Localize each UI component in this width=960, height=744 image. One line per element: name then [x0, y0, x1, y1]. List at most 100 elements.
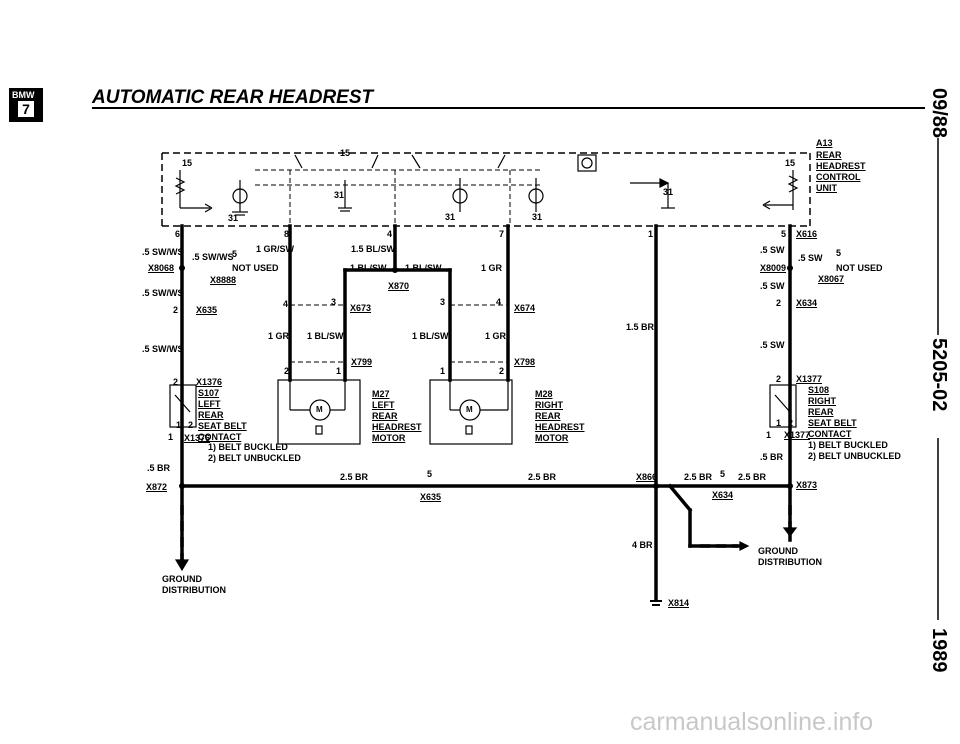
connector-x1376: X1376 [196, 377, 223, 387]
wire-label: .5 SW [760, 340, 785, 350]
wire-label: 2.5 BR [684, 472, 713, 482]
pin-8: 8 [284, 229, 290, 239]
pin-label: 1 [766, 430, 772, 440]
motor-symbol: M [316, 405, 323, 414]
connector-x814: X814 [668, 598, 690, 608]
pin-31: 31 [663, 187, 674, 197]
control-unit-line: UNIT [816, 183, 837, 193]
pin-label: 1 [336, 366, 342, 376]
pin-4: 4 [387, 229, 393, 239]
switch-s107-line: CONTACT [198, 432, 242, 442]
bmw-logo: BMW 7 [9, 88, 43, 122]
legend-unbuckled: 2) BELT UNBUCKLED [208, 453, 301, 463]
page-title: AUTOMATIC REAR HEADREST [92, 87, 374, 108]
control-unit-line: CONTROL [816, 172, 861, 182]
connector-x1376: X1376 [184, 433, 211, 443]
pin-label: 1 [168, 432, 174, 442]
connector-x799: X799 [351, 357, 373, 367]
connector-x872: X872 [146, 482, 168, 492]
pin-label: 5 [836, 248, 842, 258]
wire-label: .5 BR [147, 463, 171, 473]
connector-x8067: X8067 [818, 274, 845, 284]
motor-m28-line: MOTOR [535, 433, 569, 443]
wire-label: 2.5 BR [738, 472, 767, 482]
pin-label: 2 [284, 366, 290, 376]
connector-x616: X616 [796, 229, 818, 239]
pin-label: 2 [173, 377, 179, 387]
pin-label: 2 [499, 366, 505, 376]
pin-label: 5 [232, 249, 238, 259]
motor-symbol: M [466, 405, 473, 414]
control-unit-line: REAR [816, 150, 842, 160]
pin-label: 4 [283, 299, 289, 309]
motor-m27-line: MOTOR [372, 433, 406, 443]
legend-unbuckled: 2) BELT UNBUCKLED [808, 451, 901, 461]
wire-label: 1 GR [485, 331, 507, 341]
connector-x635: X635 [420, 492, 442, 502]
wire-label: 1 BL/SW [350, 263, 387, 273]
wire-label: 1 BL/SW [307, 331, 344, 341]
connector-x1377: X1377 [784, 430, 811, 440]
connector-x634: X634 [712, 490, 734, 500]
connector-x866: X866 [636, 472, 658, 482]
wire-label: 1.5 BL/SW [351, 244, 396, 254]
connector-x8888: X8888 [210, 275, 237, 285]
switch-s108-line: REAR [808, 407, 834, 417]
pin-label: 2 [188, 420, 194, 430]
ground-label: GROUND [162, 574, 202, 584]
pin-15: 15 [785, 158, 796, 168]
not-used-label: NOT USED [232, 263, 279, 273]
pin-label: 2 [776, 298, 782, 308]
connector-x635: X635 [196, 305, 218, 315]
pin-1: 1 [648, 229, 654, 239]
connector-x798: X798 [514, 357, 536, 367]
motor-m28-line: RIGHT [535, 400, 563, 410]
wire-label: .5 SW/WS [142, 344, 184, 354]
pin-label: 3 [331, 297, 337, 307]
wire-label: 1.5 BR [626, 322, 655, 332]
ground-label: DISTRIBUTION [162, 585, 226, 595]
pin-31: 31 [334, 190, 345, 200]
wire-label: 1 GR/SW [256, 244, 295, 254]
wire-label: 2.5 BR [528, 472, 557, 482]
watermark: carmanualsonline.info [630, 708, 874, 736]
switch-s108-id: S108 [808, 385, 830, 395]
pin-label: 1 [776, 418, 782, 428]
pin-15: 15 [182, 158, 193, 168]
legend-buckled: 1) BELT BUCKLED [808, 440, 888, 450]
wire-label: 1 GR [481, 263, 503, 273]
legend-buckled: 1) BELT BUCKLED [208, 442, 288, 452]
pin-label: 1 [176, 420, 182, 430]
pin-label: 2 [173, 305, 179, 315]
side-code: 5205-02 [928, 338, 950, 412]
wire-label: 2.5 BR [340, 472, 369, 482]
side-year: 1989 [928, 628, 950, 673]
switch-s107-line: LEFT [198, 399, 221, 409]
pin-15: 15 [340, 148, 351, 158]
switch-s108-line: SEAT BELT [808, 418, 857, 428]
not-used-label: NOT USED [836, 263, 883, 273]
control-unit-line: HEADREST [816, 161, 866, 171]
pin-label: 3 [440, 297, 446, 307]
wire-label: .5 SW [798, 253, 823, 263]
motor-m27-line: LEFT [372, 400, 395, 410]
switch-s107-line: REAR [198, 410, 224, 420]
logo-brand: BMW [12, 90, 35, 100]
connector-x634: X634 [796, 298, 818, 308]
pin-31: 31 [445, 212, 456, 222]
motor-m27-line: HEADREST [372, 422, 422, 432]
switch-s108-line: RIGHT [808, 396, 836, 406]
pin-31: 31 [228, 213, 239, 223]
connector-x8009: X8009 [760, 263, 787, 273]
motor-m28-line: REAR [535, 411, 561, 421]
connector-x1377: X1377 [796, 374, 823, 384]
switch-s108-line: CONTACT [808, 429, 852, 439]
wire-label: .5 SW [760, 245, 785, 255]
motor-m27-line: REAR [372, 411, 398, 421]
wire-label: 1 GR [268, 331, 290, 341]
side-date: 09/88 [928, 88, 950, 139]
pin-label: 2 [788, 418, 794, 428]
wire-label: .5 SW [760, 281, 785, 291]
